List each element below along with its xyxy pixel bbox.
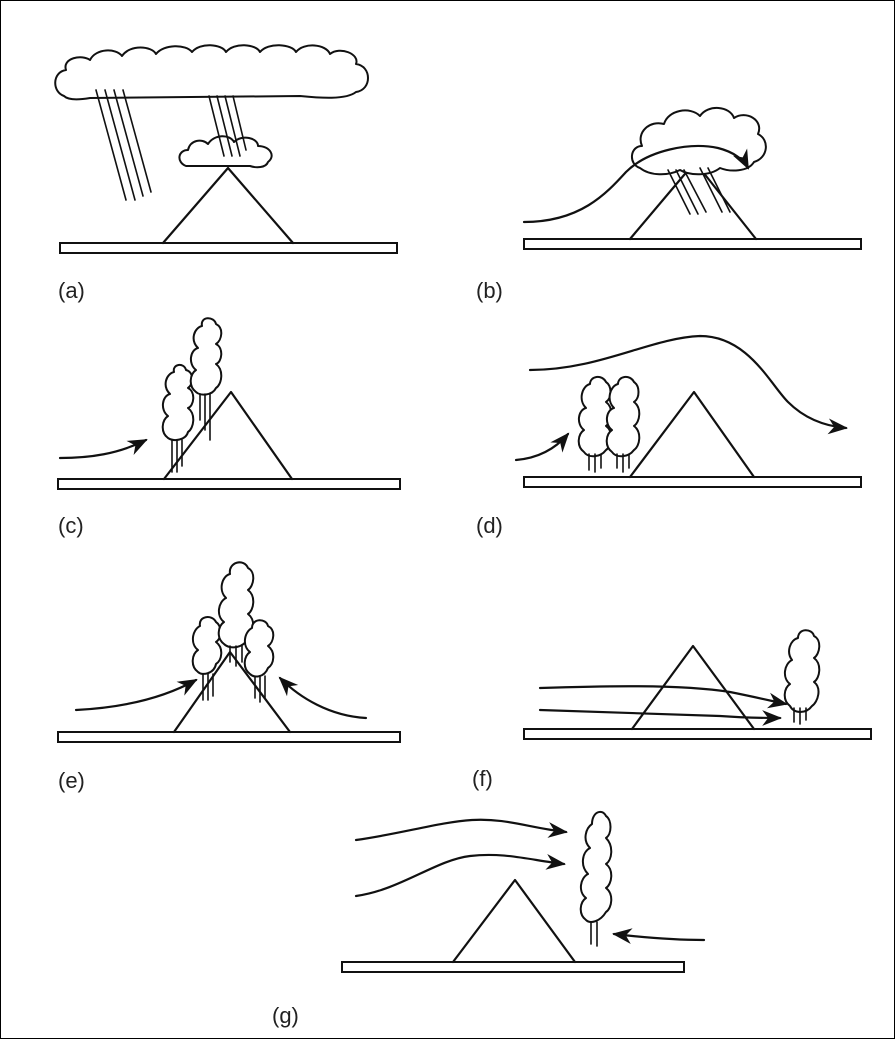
panel-g: (g) bbox=[272, 812, 704, 1028]
panel-f: (f) bbox=[472, 630, 871, 791]
low-flow-arrow-d bbox=[516, 434, 568, 460]
mountain-g bbox=[453, 880, 575, 962]
upper-flow-arrow-g bbox=[356, 820, 566, 840]
rain-streaks-g bbox=[591, 922, 597, 946]
panel-label-b: (b) bbox=[476, 278, 503, 303]
flow-arrow-c bbox=[60, 440, 146, 458]
ground-f bbox=[524, 729, 871, 739]
panel-label-g: (g) bbox=[272, 1003, 299, 1028]
flow-arrow-right-e bbox=[280, 678, 366, 718]
stratiform-cloud-a bbox=[55, 45, 368, 99]
upper-flow-arrow-d bbox=[530, 336, 846, 428]
cumulus-tower-2-d bbox=[607, 377, 640, 456]
panel-label-d: (d) bbox=[476, 513, 503, 538]
lee-cumulus-f bbox=[785, 630, 820, 712]
panel-d: (d) bbox=[476, 336, 861, 538]
panel-c: (c) bbox=[58, 318, 400, 538]
panel-label-a: (a) bbox=[58, 278, 85, 303]
panel-label-c: (c) bbox=[58, 513, 84, 538]
ground-b bbox=[524, 239, 861, 249]
ground-a bbox=[60, 243, 397, 253]
orographic-cloud-a bbox=[179, 136, 271, 167]
panel-label-f: (f) bbox=[472, 766, 493, 791]
middle-flow-arrow-g bbox=[356, 855, 564, 896]
ground-d bbox=[524, 477, 861, 487]
low-flow-arrow-g bbox=[614, 934, 704, 940]
lee-cumulus-tower-g bbox=[581, 812, 612, 922]
panel-label-e: (e) bbox=[58, 768, 85, 793]
flow-arrow-left-e bbox=[76, 680, 196, 710]
ground-c bbox=[58, 479, 400, 489]
panel-b: (b) bbox=[476, 108, 861, 303]
upper-flow-arrow-f bbox=[540, 686, 786, 704]
panel-e: (e) bbox=[58, 562, 400, 793]
rain-streaks-c2 bbox=[200, 394, 210, 440]
ground-e bbox=[58, 732, 400, 742]
panel-a: (a) bbox=[55, 45, 397, 303]
mountain-d bbox=[630, 392, 754, 477]
cumulus-tower-2-c bbox=[191, 318, 222, 394]
cumulus-tower-left-e bbox=[193, 617, 222, 674]
cumulus-tower-1-c bbox=[163, 365, 194, 440]
mountain-a bbox=[163, 168, 293, 243]
ground-g bbox=[342, 962, 684, 972]
